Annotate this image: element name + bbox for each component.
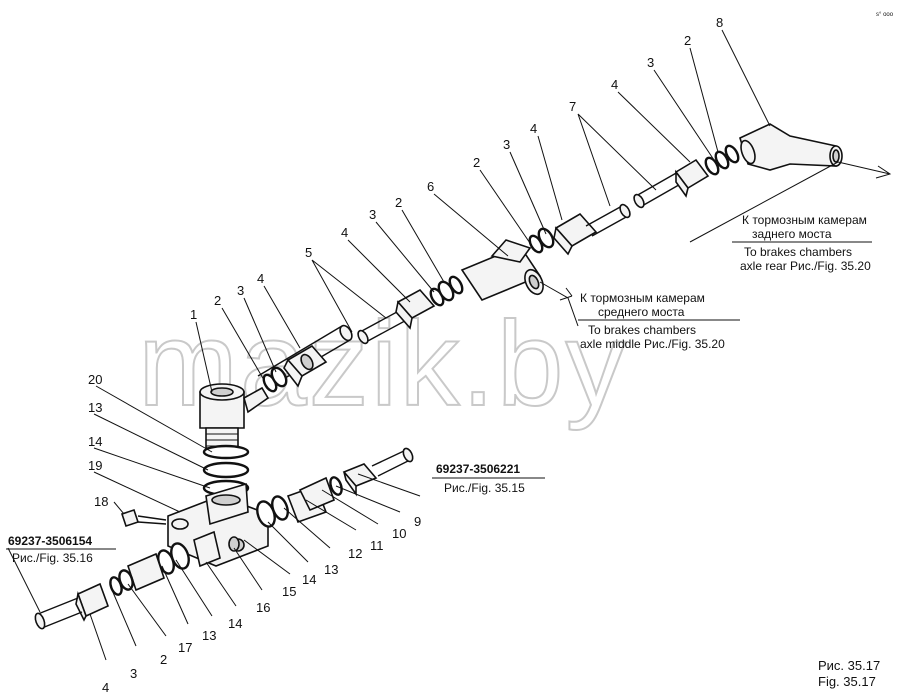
callout-4: 4 bbox=[102, 680, 109, 695]
callout-19: 19 bbox=[88, 458, 102, 473]
callout-12: 12 bbox=[348, 546, 362, 561]
leader-lines bbox=[7, 29, 892, 661]
callout-14: 14 bbox=[302, 572, 316, 587]
ref-part-left: 69237-3506154 Рис./Fig. 35.16 bbox=[6, 534, 116, 565]
svg-text:К тормозным камерам: К тормозным камерам bbox=[580, 291, 705, 305]
callout-9: 9 bbox=[414, 514, 421, 529]
svg-text:To brakes chambers: To brakes chambers bbox=[588, 323, 696, 337]
callout-18: 18 bbox=[94, 494, 108, 509]
nut-upper-left bbox=[283, 344, 328, 388]
svg-text:Рис. 35.17: Рис. 35.17 bbox=[818, 658, 880, 673]
ref-part-right: 69237-3506221 Рис./Fig. 35.15 bbox=[432, 462, 545, 495]
nut-upper-right bbox=[553, 212, 598, 256]
ref-rear-axle: К тормозным камерам заднего моста To bra… bbox=[732, 213, 872, 273]
rings-group-upper-left bbox=[262, 366, 288, 393]
callout-numbers: 8 2 3 4 7 4 3 2 6 2 3 4 5 4 3 2 1 2 3 4 … bbox=[88, 15, 723, 695]
tee-fitting-6 bbox=[460, 239, 544, 301]
svg-text:среднего моста: среднего моста bbox=[598, 305, 685, 319]
callout-8: 8 bbox=[716, 15, 723, 30]
callout-10: 10 bbox=[392, 526, 406, 541]
figure-caption: Рис. 35.17 Fig. 35.17 bbox=[818, 658, 880, 689]
callout-3: 3 bbox=[369, 207, 376, 222]
callout-7: 7 bbox=[569, 99, 576, 114]
callout-16: 16 bbox=[256, 600, 270, 615]
svg-text:заднего моста: заднего моста bbox=[752, 227, 832, 241]
callout-14: 14 bbox=[88, 434, 102, 449]
callout-2: 2 bbox=[473, 155, 480, 170]
callout-3: 3 bbox=[237, 283, 244, 298]
callout-17: 17 bbox=[178, 640, 192, 655]
callout-11: 11 bbox=[370, 538, 384, 553]
callout-15: 15 bbox=[282, 584, 296, 599]
callout-13: 13 bbox=[324, 562, 338, 577]
svg-text:To brakes chambers: To brakes chambers bbox=[744, 245, 852, 259]
callout-4: 4 bbox=[530, 121, 537, 136]
svg-text:axle middle Рис./Fig. 35.20: axle middle Рис./Fig. 35.20 bbox=[580, 337, 725, 351]
rings-group-upper-right bbox=[528, 227, 555, 254]
callout-6: 6 bbox=[427, 179, 434, 194]
svg-text:axle rear Рис./Fig. 35.20: axle rear Рис./Fig. 35.20 bbox=[740, 259, 871, 273]
callout-5: 5 bbox=[305, 245, 312, 260]
svg-text:К тормозным камерам: К тормозным камерам bbox=[742, 213, 867, 227]
callout-3: 3 bbox=[647, 55, 654, 70]
callout-13: 13 bbox=[88, 400, 102, 415]
callout-1: 1 bbox=[190, 307, 197, 322]
callout-4: 4 bbox=[257, 271, 264, 286]
pipe-7a bbox=[585, 203, 631, 237]
callout-13: 13 bbox=[202, 628, 216, 643]
svg-text:Рис./Fig. 35.15: Рис./Fig. 35.15 bbox=[444, 481, 525, 495]
callout-4: 4 bbox=[341, 225, 348, 240]
callout-2: 2 bbox=[395, 195, 402, 210]
bolt-18 bbox=[120, 508, 167, 528]
svg-text:69237-3506221: 69237-3506221 bbox=[436, 462, 520, 476]
callout-3: 3 bbox=[130, 666, 137, 681]
callout-4: 4 bbox=[611, 77, 618, 92]
callout-3: 3 bbox=[503, 137, 510, 152]
rings-group-middle bbox=[429, 275, 464, 307]
callout-2: 2 bbox=[214, 293, 221, 308]
svg-text:69237-3506154: 69237-3506154 bbox=[8, 534, 92, 548]
callout-20: 20 bbox=[88, 372, 102, 387]
svg-text:Fig. 35.17: Fig. 35.17 bbox=[818, 674, 876, 689]
svg-text:Рис./Fig. 35.16: Рис./Fig. 35.16 bbox=[12, 551, 93, 565]
pipe-7b bbox=[633, 171, 685, 209]
corner-mark: s° ooo bbox=[876, 12, 894, 18]
nut-top-right bbox=[674, 158, 710, 198]
callout-14: 14 bbox=[228, 616, 242, 631]
ref-middle-axle: К тормозным камерам среднего моста To br… bbox=[578, 291, 740, 351]
rings-group-top-right bbox=[704, 144, 740, 176]
callout-2: 2 bbox=[160, 652, 167, 667]
lower-left-branch bbox=[34, 530, 240, 630]
callout-2: 2 bbox=[684, 33, 691, 48]
elbow-fitting-8 bbox=[739, 123, 843, 171]
nut-middle bbox=[395, 288, 436, 330]
